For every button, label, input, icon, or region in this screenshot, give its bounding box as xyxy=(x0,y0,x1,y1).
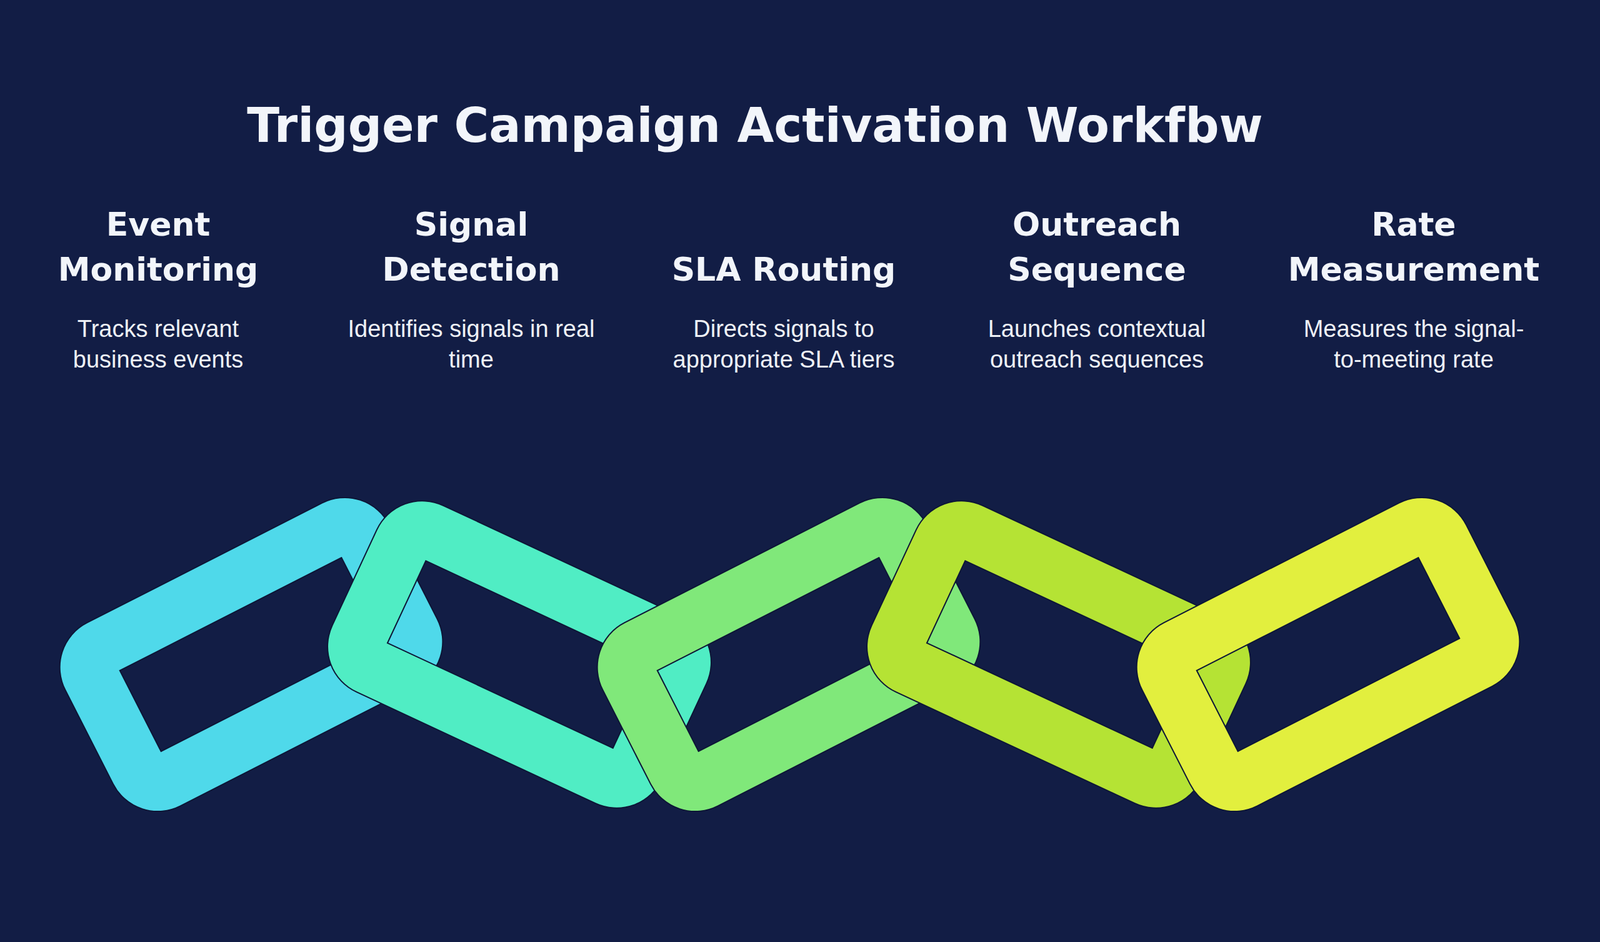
step-heading: Outreach Sequence xyxy=(946,201,1247,292)
diagram-title: Trigger Campaign Activation Workfbw xyxy=(246,97,1264,154)
chain-link xyxy=(1158,518,1499,790)
step-heading: Signal Detection xyxy=(321,201,622,292)
step-column: Rate MeasurementMeasures the signal-to-m… xyxy=(1263,201,1564,375)
step-column: Event MonitoringTracks relevant business… xyxy=(8,201,309,375)
step-heading: SLA Routing xyxy=(633,201,934,292)
step-description: Identifies signals in real time xyxy=(346,313,597,375)
step-column: Outreach SequenceLaunches contextual out… xyxy=(946,201,1247,375)
step-heading: Event Monitoring xyxy=(8,201,309,292)
step-column: SLA RoutingDirects signals to appropriat… xyxy=(633,201,934,375)
step-column: Signal DetectionIdentifies signals in re… xyxy=(321,201,622,375)
step-heading: Rate Measurement xyxy=(1263,201,1564,292)
step-description: Tracks relevant business events xyxy=(33,313,284,375)
step-description: Directs signals to appropriate SLA tiers xyxy=(652,313,915,375)
step-description: Launches contextual outreach sequences xyxy=(965,313,1229,375)
step-description: Measures the signal-to-meeting rate xyxy=(1293,313,1535,375)
